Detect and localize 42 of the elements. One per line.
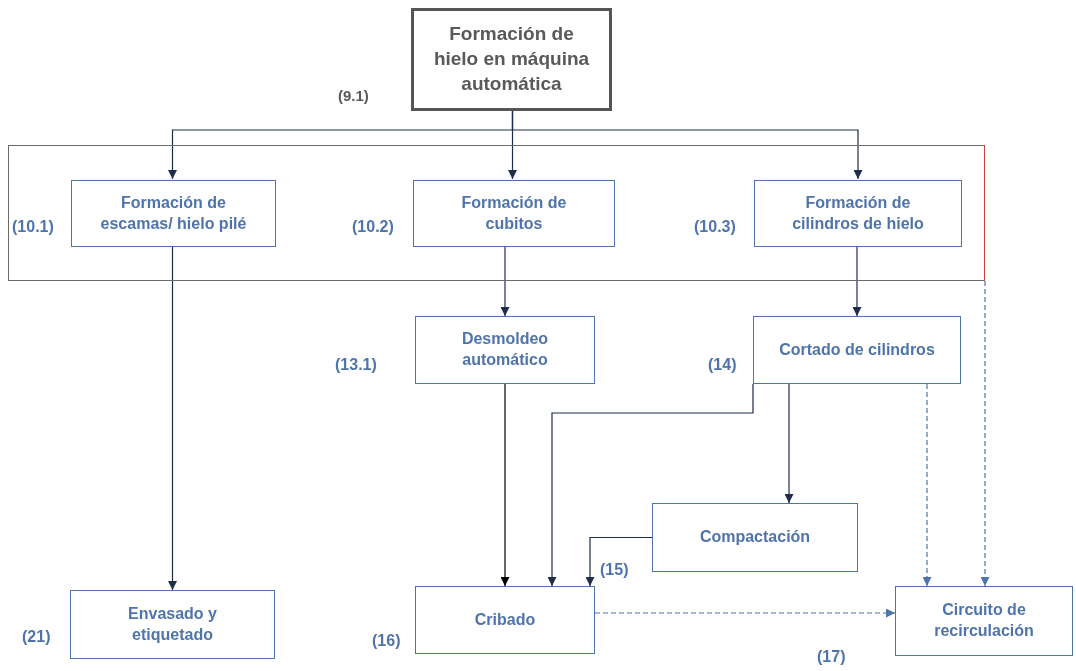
- arrow: [585, 536, 653, 587]
- step-number: (15): [600, 561, 629, 579]
- step-number: (10.2): [352, 218, 394, 236]
- arrow: [511, 110, 863, 180]
- process-box: [415, 316, 595, 384]
- step-label: Formación de cubitos: [460, 192, 568, 234]
- step-label: Compactación: [699, 527, 811, 548]
- arrow: [852, 245, 862, 317]
- process-box: [753, 316, 961, 384]
- arrow: [784, 383, 794, 504]
- arrow: [500, 383, 510, 587]
- process-box: [895, 586, 1073, 656]
- step-label: Formación de escamas/ hielo pilé: [99, 192, 248, 234]
- step-number: (16): [372, 632, 401, 650]
- arrow: [922, 383, 932, 587]
- arrow: [547, 383, 754, 587]
- step-label: Formación de cilindros de hielo: [791, 192, 925, 234]
- step-label: Cribado: [474, 609, 536, 630]
- step-label: Desmoldeo automático: [460, 329, 550, 370]
- arrow: [980, 280, 990, 587]
- arrow: [500, 245, 510, 317]
- process-box: [415, 586, 595, 654]
- step-number: (14): [708, 356, 737, 374]
- step-number: (13.1): [335, 356, 377, 374]
- arrow: [594, 608, 896, 618]
- process-box: [652, 503, 858, 572]
- step-label: Circuito de recirculación: [933, 600, 1035, 641]
- main-process-box: [411, 8, 612, 111]
- arrow: [168, 245, 177, 591]
- process-box: [71, 180, 276, 247]
- process-box: [70, 590, 275, 659]
- step-label: Cortado de cilindros: [779, 339, 935, 360]
- step-number: (10.3): [694, 218, 736, 236]
- step-label: Envasado y etiquetado: [127, 603, 218, 645]
- step-number: (10.1): [12, 218, 54, 236]
- group-frame: [8, 145, 985, 281]
- process-box: [413, 180, 615, 247]
- step-label: Formación de hielo en máquina automática: [432, 22, 591, 96]
- process-box: [754, 180, 962, 247]
- step-number: (21): [22, 628, 51, 646]
- step-number: (17): [817, 648, 846, 666]
- step-number: (9.1): [338, 87, 369, 104]
